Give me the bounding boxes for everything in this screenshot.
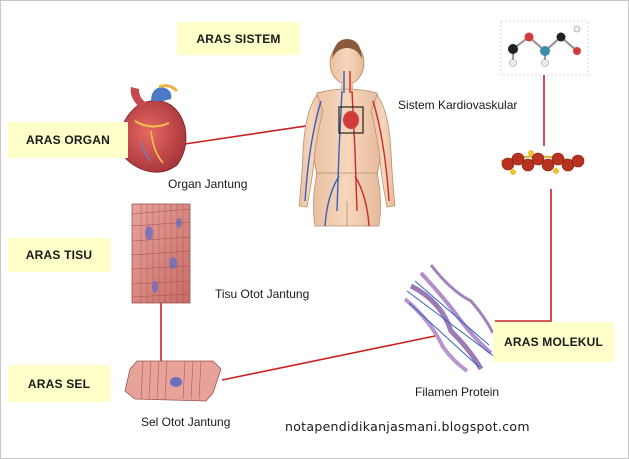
cardiac-cell-illustration bbox=[124, 360, 222, 402]
level-label-organ: ARAS ORGAN bbox=[8, 122, 128, 158]
heart-illustration bbox=[118, 84, 187, 173]
connector-cell-protein bbox=[221, 335, 436, 381]
level-label-tissue: ARAS TISU bbox=[8, 238, 110, 272]
protein-filament-illustration bbox=[403, 264, 496, 373]
actin-filament-illustration bbox=[500, 150, 585, 175]
caption-cardiovascular-system: Sistem Kardiovaskular bbox=[398, 98, 518, 112]
level-label-system: ARAS SISTEM bbox=[177, 22, 300, 55]
caption-heart-organ: Organ Jantung bbox=[168, 177, 248, 191]
level-label-cell: ARAS SEL bbox=[8, 365, 110, 402]
cardiac-tissue-illustration bbox=[131, 203, 191, 304]
caption-cardiac-tissue: Tisu Otot Jantung bbox=[215, 287, 310, 301]
caption-protein-filament: Filamen Protein bbox=[415, 385, 500, 399]
human-body-illustration bbox=[298, 39, 396, 227]
level-label-molecule: ARAS MOLEKUL bbox=[493, 322, 614, 362]
blog-watermark: notapendidikanjasmani.blogspot.com bbox=[285, 419, 530, 434]
connector-protein-molecule bbox=[495, 189, 552, 322]
molecular-model-illustration bbox=[500, 20, 589, 76]
caption-cardiac-cell: Sel Otot Jantung bbox=[141, 415, 231, 429]
